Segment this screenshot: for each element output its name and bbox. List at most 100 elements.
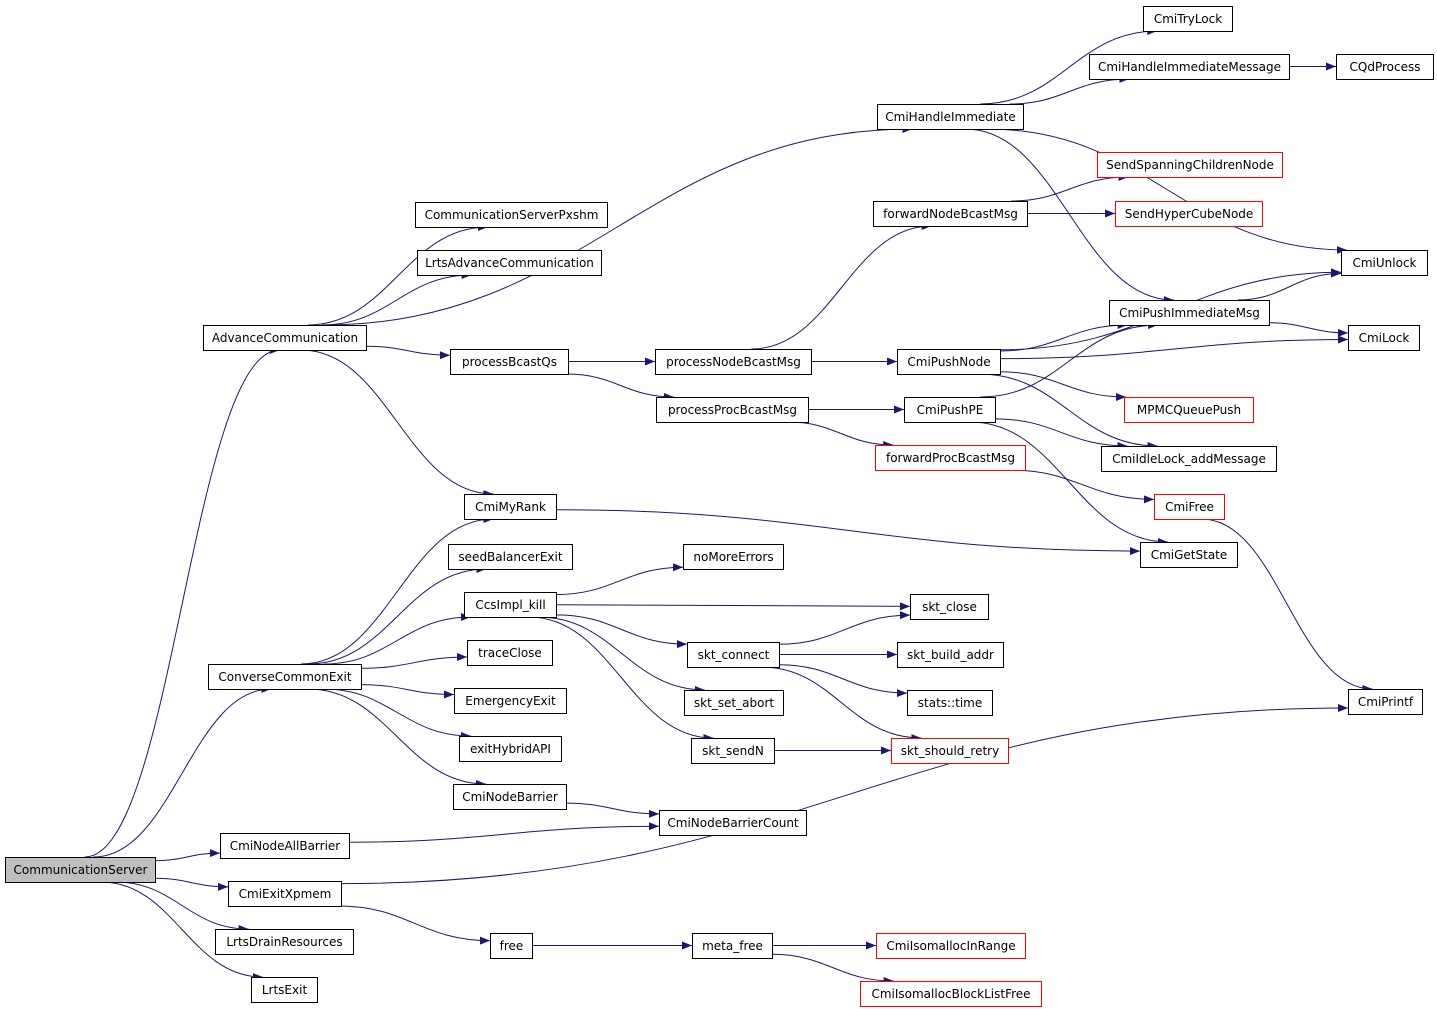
node-process-bcast-qs[interactable]: processBcastQs xyxy=(450,349,569,375)
node-communication-server-pxshm[interactable]: CommunicationServerPxshm xyxy=(415,202,608,228)
node-send-hyper-cube-node[interactable]: SendHyperCubeNode xyxy=(1115,201,1263,227)
node-cmi-node-barrier-count[interactable]: CmiNodeBarrierCount xyxy=(659,810,807,836)
node-communication-server[interactable]: CommunicationServer xyxy=(5,857,156,883)
node-lrts-advance-communication[interactable]: LrtsAdvanceCommunication xyxy=(417,250,602,276)
node-box xyxy=(910,594,989,620)
node-no-more-errors[interactable]: noMoreErrors xyxy=(683,544,784,570)
node-label: skt_close xyxy=(922,600,977,614)
edge-communication-server-to-converse-common-exit xyxy=(93,685,272,858)
node-label: skt_connect xyxy=(698,648,770,662)
node-label: exitHybridAPI xyxy=(470,742,551,756)
edge-cmi-my-rank-to-cmi-get-state xyxy=(555,509,1141,556)
node-cmi-handle-immediate[interactable]: CmiHandleImmediate xyxy=(877,104,1024,130)
node-box xyxy=(860,981,1042,1007)
node-lrts-exit[interactable]: LrtsExit xyxy=(251,977,318,1003)
node-label: CmiTryLock xyxy=(1154,12,1222,26)
node-send-spanning-children-node[interactable]: SendSpanningChildrenNode xyxy=(1097,152,1283,178)
edge-ccs-impl-kill-to-skt-connect xyxy=(555,614,688,649)
node-label: ConverseCommonExit xyxy=(218,670,351,684)
node-cmi-exit-xpmem[interactable]: CmiExitXpmem xyxy=(228,881,342,907)
node-box xyxy=(1115,201,1263,227)
node-cmi-push-pe[interactable]: CmiPushPE xyxy=(904,397,996,423)
node-label: CmiPrintf xyxy=(1358,695,1414,709)
node-box xyxy=(687,642,780,668)
node-converse-common-exit[interactable]: ConverseCommonExit xyxy=(208,664,362,690)
node-box xyxy=(692,933,773,959)
node-cmi-isomalloc-in-range[interactable]: CmiIsomallocInRange xyxy=(876,933,1026,959)
node-cmi-node-all-barrier[interactable]: CmiNodeAllBarrier xyxy=(220,833,350,859)
node-advance-communication[interactable]: AdvanceCommunication xyxy=(203,325,367,351)
node-box xyxy=(897,349,1001,375)
nodes-layer: CommunicationServerAdvanceCommunicationC… xyxy=(5,6,1434,1007)
node-cmi-try-lock[interactable]: CmiTryLock xyxy=(1143,6,1233,32)
node-mpmc-queue-push[interactable]: MPMCQueuePush xyxy=(1124,397,1254,423)
node-cmi-idle-lock-add-message[interactable]: CmiIdleLock_addMessage xyxy=(1101,446,1277,472)
node-label: stats::time xyxy=(918,696,982,710)
node-label: CmiExitXpmem xyxy=(239,887,332,901)
node-skt-build-addr[interactable]: skt_build_addr xyxy=(897,642,1004,668)
node-label: CmiUnlock xyxy=(1352,256,1416,270)
node-cmi-unlock[interactable]: CmiUnlock xyxy=(1341,250,1428,276)
node-cmi-printf[interactable]: CmiPrintf xyxy=(1348,689,1423,715)
node-forward-node-bcast-msg[interactable]: forwardNodeBcastMsg xyxy=(873,201,1028,227)
node-meta-free[interactable]: meta_free xyxy=(692,933,773,959)
node-label: MPMCQueuePush xyxy=(1137,403,1241,417)
node-exit-hybrid-api[interactable]: exitHybridAPI xyxy=(459,736,562,762)
node-box xyxy=(691,738,775,764)
node-skt-send-n[interactable]: skt_sendN xyxy=(691,738,775,764)
node-stats-time[interactable]: stats::time xyxy=(907,690,993,716)
node-box xyxy=(454,688,567,714)
node-label: skt_build_addr xyxy=(907,648,994,662)
node-cmi-node-barrier[interactable]: CmiNodeBarrier xyxy=(453,784,567,810)
node-c-qd-process[interactable]: CQdProcess xyxy=(1336,54,1434,80)
edge-ccs-impl-kill-to-no-more-errors xyxy=(555,563,684,596)
node-process-node-bcast-msg[interactable]: processNodeBcastMsg xyxy=(655,349,812,375)
node-box xyxy=(897,642,1004,668)
node-box xyxy=(228,881,342,907)
node-cmi-free[interactable]: CmiFree xyxy=(1154,494,1225,520)
node-trace-close[interactable]: traceClose xyxy=(467,640,553,666)
node-box xyxy=(5,857,156,883)
node-cmi-push-node[interactable]: CmiPushNode xyxy=(897,349,1001,375)
node-label: AdvanceCommunication xyxy=(212,331,358,345)
node-process-proc-bcast-msg[interactable]: processProcBcastMsg xyxy=(656,397,809,423)
node-emergency-exit[interactable]: EmergencyExit xyxy=(454,688,567,714)
node-seed-balancer-exit[interactable]: seedBalancerExit xyxy=(448,544,573,570)
node-box xyxy=(656,397,809,423)
node-cmi-isomalloc-block-list-free[interactable]: CmiIsomallocBlockListFree xyxy=(860,981,1042,1007)
node-box xyxy=(464,592,557,618)
node-box xyxy=(1348,689,1423,715)
edge-communication-server-to-cmi-node-all-barrier xyxy=(154,849,221,862)
node-skt-should-retry[interactable]: skt_should_retry xyxy=(891,738,1009,764)
edge-cmi-push-node-to-cmi-idle-lock-add-message xyxy=(979,373,1158,450)
node-label: CQdProcess xyxy=(1350,60,1421,74)
edge-cmi-exit-xpmem-to-free xyxy=(338,905,491,945)
edge-cmi-handle-immediate-to-cmi-handle-immediate-message xyxy=(1009,75,1130,105)
node-label: CmiIsomallocInRange xyxy=(886,939,1015,953)
node-cmi-push-immediate-msg[interactable]: CmiPushImmediateMsg xyxy=(1109,300,1270,326)
node-cmi-lock[interactable]: CmiLock xyxy=(1348,325,1420,351)
edge-process-node-bcast-msg-to-forward-node-bcast-msg xyxy=(751,222,932,350)
node-cmi-get-state[interactable]: CmiGetState xyxy=(1140,542,1238,568)
node-label: CmiHandleImmediate xyxy=(885,110,1015,124)
edge-forward-node-bcast-msg-to-send-spanning-children-node xyxy=(1011,173,1129,202)
edge-cmi-node-barrier-to-cmi-node-barrier-count xyxy=(565,802,660,818)
node-cmi-my-rank[interactable]: CmiMyRank xyxy=(464,494,557,520)
node-cmi-handle-immediate-message[interactable]: CmiHandleImmediateMessage xyxy=(1089,54,1290,80)
node-label: skt_should_retry xyxy=(901,744,999,758)
edge-advance-communication-to-lrts-advance-communication xyxy=(321,271,472,326)
node-free[interactable]: free xyxy=(490,933,533,959)
node-label: processProcBcastMsg xyxy=(668,403,797,417)
node-box xyxy=(415,202,608,228)
node-ccs-impl-kill[interactable]: CcsImpl_kill xyxy=(464,592,557,618)
node-skt-connect[interactable]: skt_connect xyxy=(687,642,780,668)
edge-converse-common-exit-to-trace-close xyxy=(360,653,468,669)
node-box xyxy=(891,738,1009,764)
node-skt-close[interactable]: skt_close xyxy=(910,594,989,620)
node-skt-set-abort[interactable]: skt_set_abort xyxy=(684,690,784,716)
node-forward-proc-bcast-msg[interactable]: forwardProcBcastMsg xyxy=(875,445,1026,471)
node-lrts-drain-resources[interactable]: LrtsDrainResources xyxy=(215,929,354,955)
node-label: CcsImpl_kill xyxy=(475,598,545,612)
node-label: CmiIsomallocBlockListFree xyxy=(871,987,1030,1001)
node-label: SendHyperCubeNode xyxy=(1125,207,1254,221)
